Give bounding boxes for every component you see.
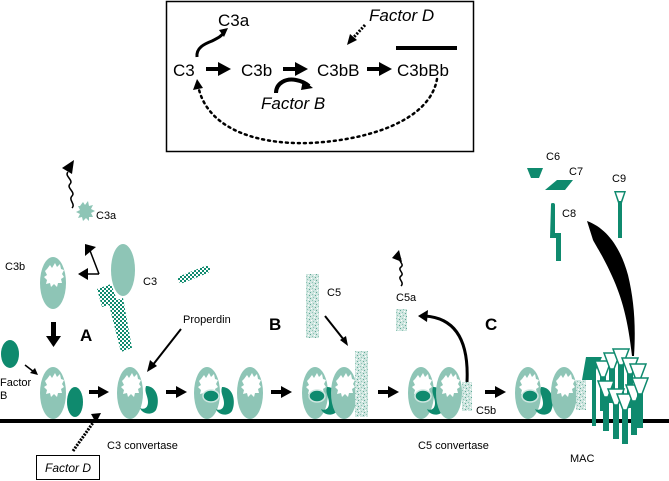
- c5b-fragment: [462, 382, 472, 411]
- c5a-release-curve: [424, 314, 469, 383]
- scheme-frame: [165, 0, 475, 153]
- c3-convertase-c3b: [117, 367, 143, 419]
- c3bbb3b-complex: [194, 367, 263, 419]
- c3a-arrowhead: [219, 28, 228, 37]
- c3a-release-group: C3a: [62, 160, 117, 222]
- c9-molecule-head: [616, 192, 624, 201]
- mac-label: MAC: [570, 453, 595, 465]
- factor-d-arrowhead: [347, 34, 357, 45]
- down-arrow-head: [46, 336, 61, 347]
- c7-molecule: [545, 180, 573, 190]
- c3bb-c3b-part: [40, 367, 66, 419]
- c3b-molecule: [40, 257, 66, 309]
- factor-b-arrowhead-small: [30, 368, 38, 375]
- cell-membrane: [0, 419, 669, 423]
- mac-complex: [515, 348, 649, 445]
- scheme-arrow-3: [367, 62, 392, 76]
- c5-convertase-complex: [408, 367, 472, 419]
- c3-molecule: [111, 244, 135, 296]
- c5-binding-arrowhead: [340, 336, 348, 346]
- c3a-squiggle-arrowhead: [62, 160, 74, 174]
- feedback-arrowhead: [193, 79, 203, 90]
- c3b-label: C3b: [5, 261, 25, 273]
- scheme-node-c3bbb: C3bBb: [397, 61, 449, 80]
- c7-label: C7: [569, 166, 583, 178]
- factor-b-label-2: B: [0, 390, 7, 402]
- factor-b-molecule: [1, 340, 19, 368]
- c3-cleavage-arrows: [78, 244, 100, 280]
- c3bbb3b-c5-complex: [302, 351, 368, 419]
- step-label-b: B: [269, 315, 281, 334]
- c5b-label: C5b: [476, 405, 496, 417]
- membrane-arrow-4: [378, 386, 399, 398]
- scheme-c3a-label: C3a: [218, 11, 250, 30]
- factor-d-box: [36, 455, 100, 480]
- properdin-pointer-head: [147, 360, 157, 372]
- c8-label: C8: [562, 208, 576, 220]
- step-label-c: C: [485, 315, 497, 334]
- factor-d-dashed-line: [352, 23, 367, 39]
- scheme-node-c3bb: C3bB: [317, 61, 360, 80]
- c8-molecule: [550, 203, 561, 261]
- c3a-fragment: [76, 201, 95, 221]
- membrane-arrow-5: [485, 386, 506, 398]
- c3-label: C3: [143, 276, 157, 288]
- mac-assembly-curved-arrow: [587, 221, 635, 356]
- step-label-a: A: [80, 326, 92, 345]
- scheme-box: C3 C3b C3bB C3bBb C3a Factor B Factor D: [165, 0, 475, 153]
- c3a-label: C3a: [96, 210, 117, 222]
- c3a-squiggle: [66, 171, 74, 209]
- membrane-arrow-3: [271, 386, 292, 398]
- c3bbb-overbar: [396, 46, 457, 50]
- scheme-node-c3: C3: [173, 61, 195, 80]
- factor-d-membrane-arrowhead: [91, 413, 101, 423]
- c3-convertase-label: C3 convertase: [107, 440, 178, 452]
- scheme-arrow-1: [206, 62, 231, 76]
- c5a-label: C5a: [396, 292, 417, 304]
- c5-label: C5: [327, 287, 341, 299]
- c3bb-factor-b-part: [67, 387, 83, 417]
- c9-label: C9: [612, 173, 626, 185]
- properdin-molecule: [177, 265, 211, 284]
- scheme-factor-b-label: Factor B: [261, 94, 325, 113]
- feedback-dotted-loop: [196, 77, 439, 145]
- c9-molecule: [614, 191, 626, 238]
- factor-b-arrowhead: [301, 80, 313, 90]
- c5a-squiggle-arrowhead: [392, 250, 402, 262]
- c5-binding-arrow-line: [324, 315, 345, 341]
- c6-molecule: [527, 168, 543, 178]
- c5a-release-arrowhead: [418, 310, 428, 322]
- c5a-squiggle: [399, 257, 403, 287]
- properdin-pointer-line: [151, 328, 182, 367]
- scheme-factor-d-label: Factor D: [369, 6, 434, 25]
- membrane-arrow-1: [89, 386, 109, 398]
- factor-b-label: Factor: [0, 377, 32, 389]
- c5-convertase-label: C5 convertase: [418, 440, 489, 452]
- c5a-fragment: [396, 309, 407, 331]
- membrane-arrow-2: [166, 386, 187, 398]
- factor-d-dashed-arrow: [71, 419, 97, 452]
- properdin-label: Properdin: [183, 314, 231, 326]
- scheme-arrow-2: [283, 62, 308, 76]
- c3a-release-curve: [195, 31, 226, 58]
- down-arrow-shaft: [51, 322, 56, 339]
- c6-label: C6: [546, 151, 560, 163]
- properdin-big-arrow: [97, 284, 132, 352]
- scheme-node-c3b: C3b: [241, 61, 272, 80]
- c5-molecule: [306, 274, 319, 338]
- factor-d-box-label: Factor D: [45, 461, 91, 475]
